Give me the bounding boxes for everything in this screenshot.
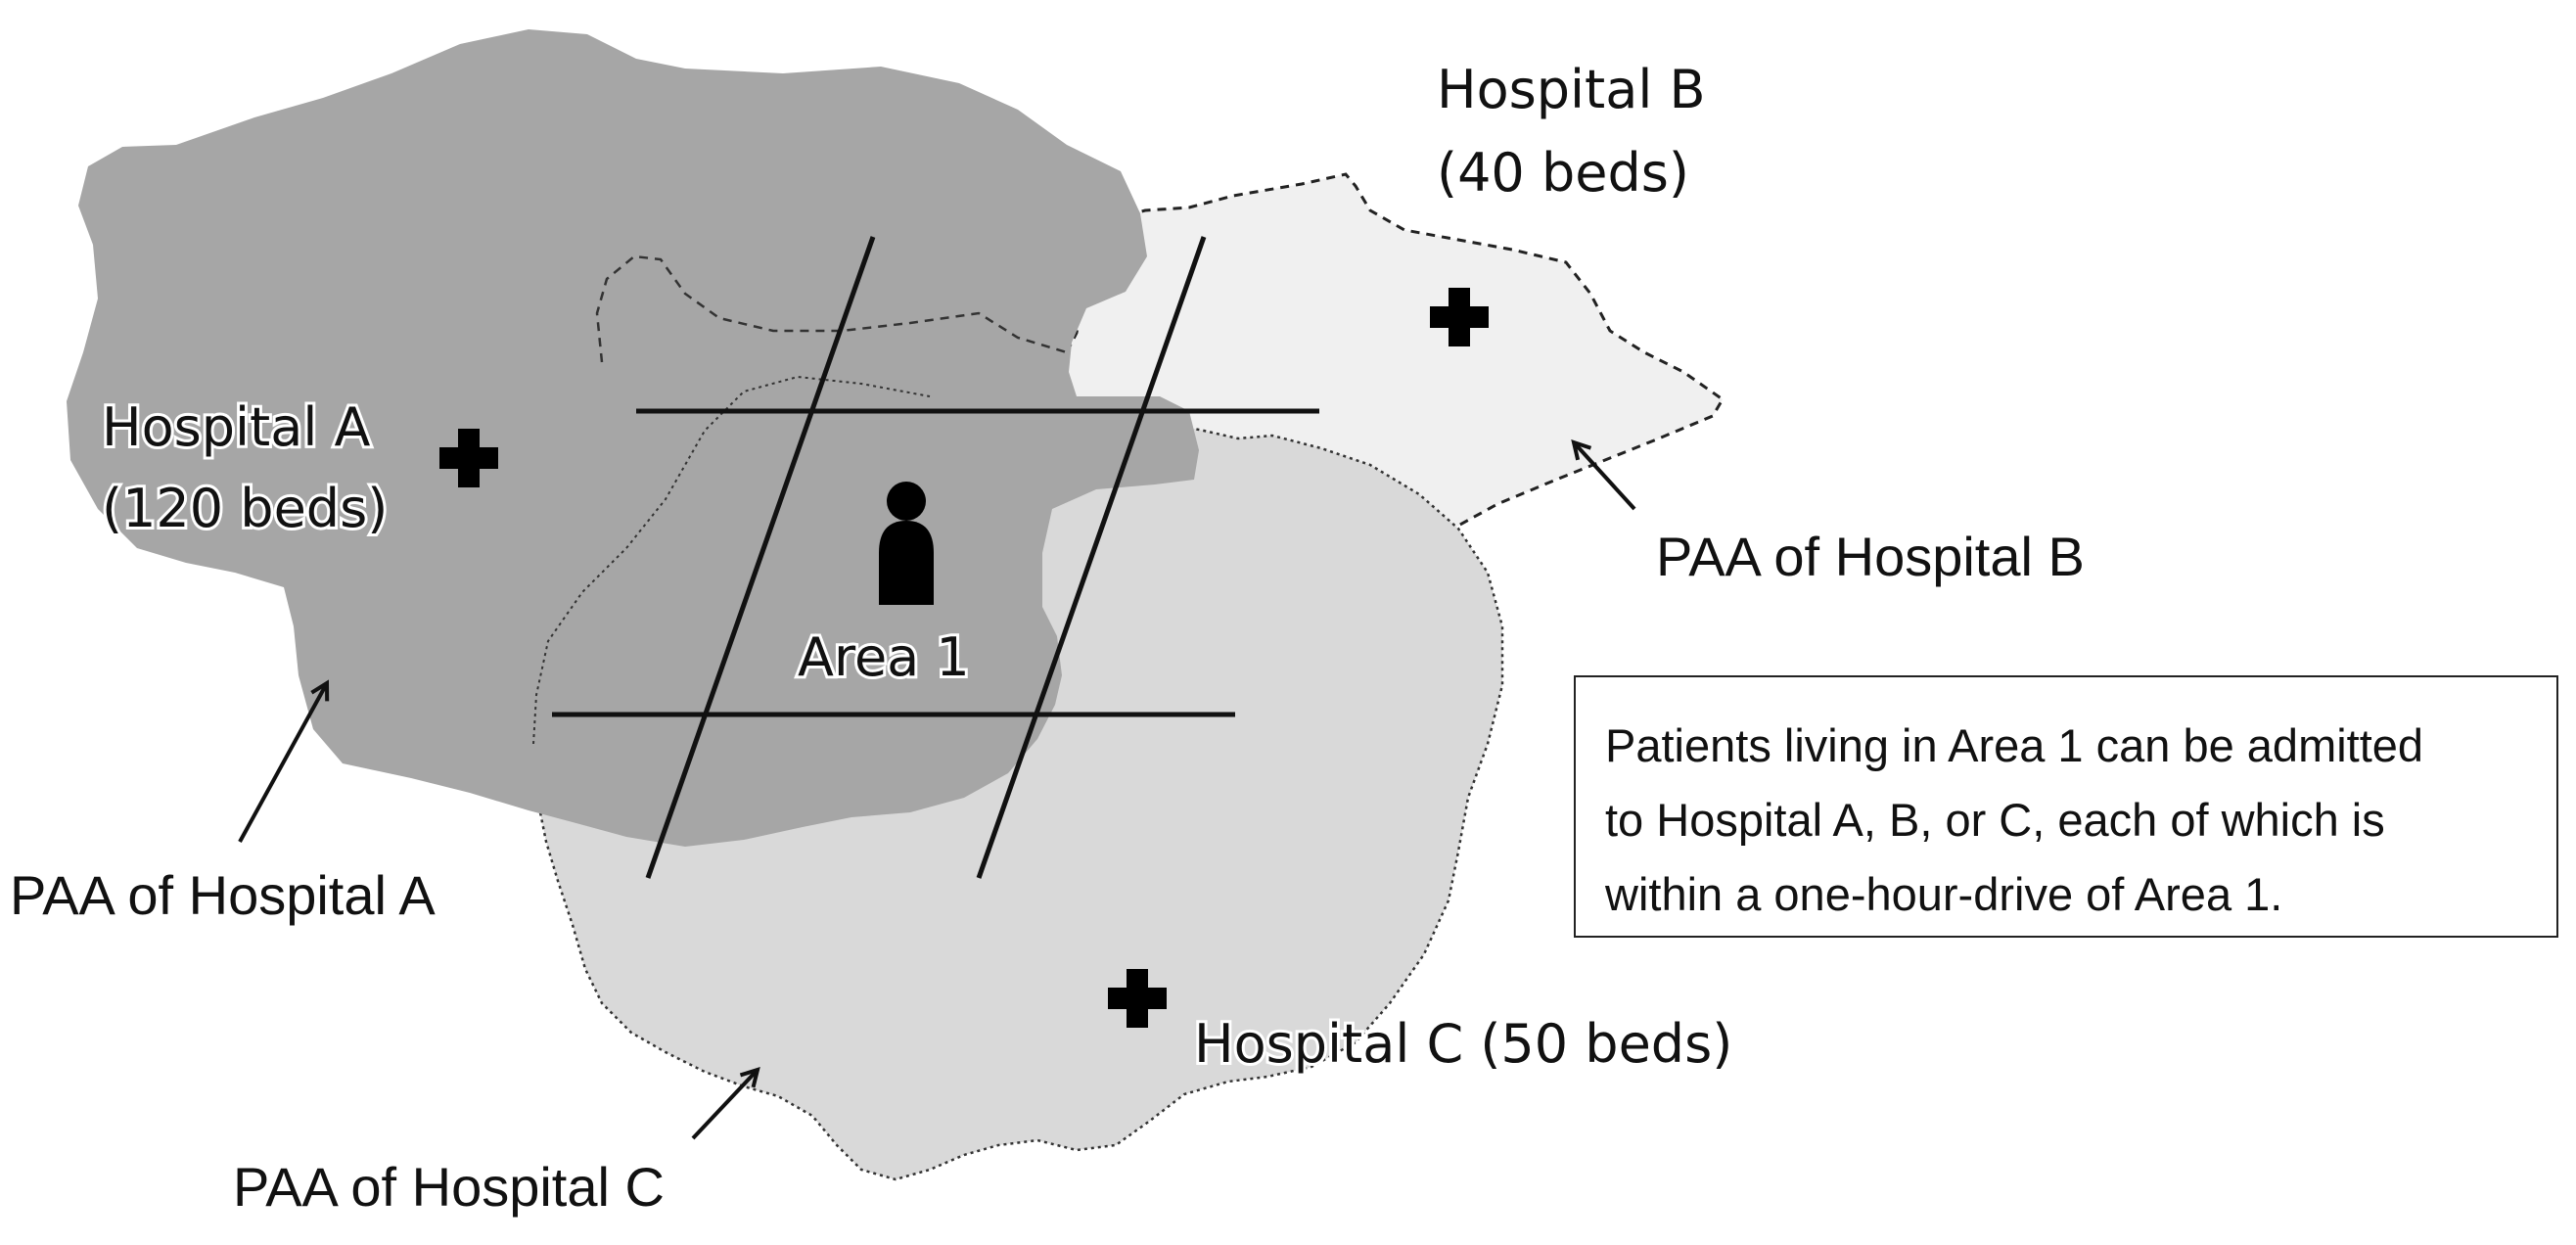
road-diagonal-left	[645, 236, 876, 879]
note-line-2: to Hospital A, B, or C, each of which is	[1605, 794, 2385, 846]
paa-region-hospital-a	[67, 29, 1199, 847]
hospital-c-cross-icon	[1108, 969, 1167, 1028]
hospital-c-label: Hospital C (50 beds)	[1194, 1013, 1732, 1075]
info-note-box: Patients living in Area 1 can be admitte…	[1574, 675, 2558, 938]
arrow-paa-c	[691, 1070, 758, 1140]
hospital-b-name: Hospital B	[1437, 59, 1706, 120]
hospital-a-name: Hospital A	[102, 396, 370, 458]
area-1-label: Area 1	[798, 626, 970, 688]
arrow-paa-b	[1574, 442, 1636, 511]
paa-boundary-c-overlap	[532, 375, 931, 745]
paa-boundary-b-overlap	[595, 254, 1068, 363]
hospital-b-beds: (40 beds)	[1437, 142, 1689, 204]
area-1-road-grid	[552, 236, 1319, 879]
paa-label-hospital-a: PAA of Hospital A	[10, 864, 436, 926]
hospital-a-beds: (120 beds)	[102, 478, 388, 539]
paa-label-hospital-b: PAA of Hospital B	[1656, 526, 2085, 587]
road-diagonal-right	[976, 236, 1207, 879]
hospital-a-cross-icon	[439, 429, 498, 487]
note-line-3: within a one-hour-drive of Area 1.	[1605, 868, 2283, 920]
arrow-paa-a	[238, 683, 327, 843]
note-line-1: Patients living in Area 1 can be admitte…	[1605, 719, 2424, 771]
paa-label-hospital-c: PAA of Hospital C	[233, 1156, 665, 1218]
person-icon	[879, 482, 934, 605]
hospital-b-cross-icon	[1430, 288, 1489, 346]
